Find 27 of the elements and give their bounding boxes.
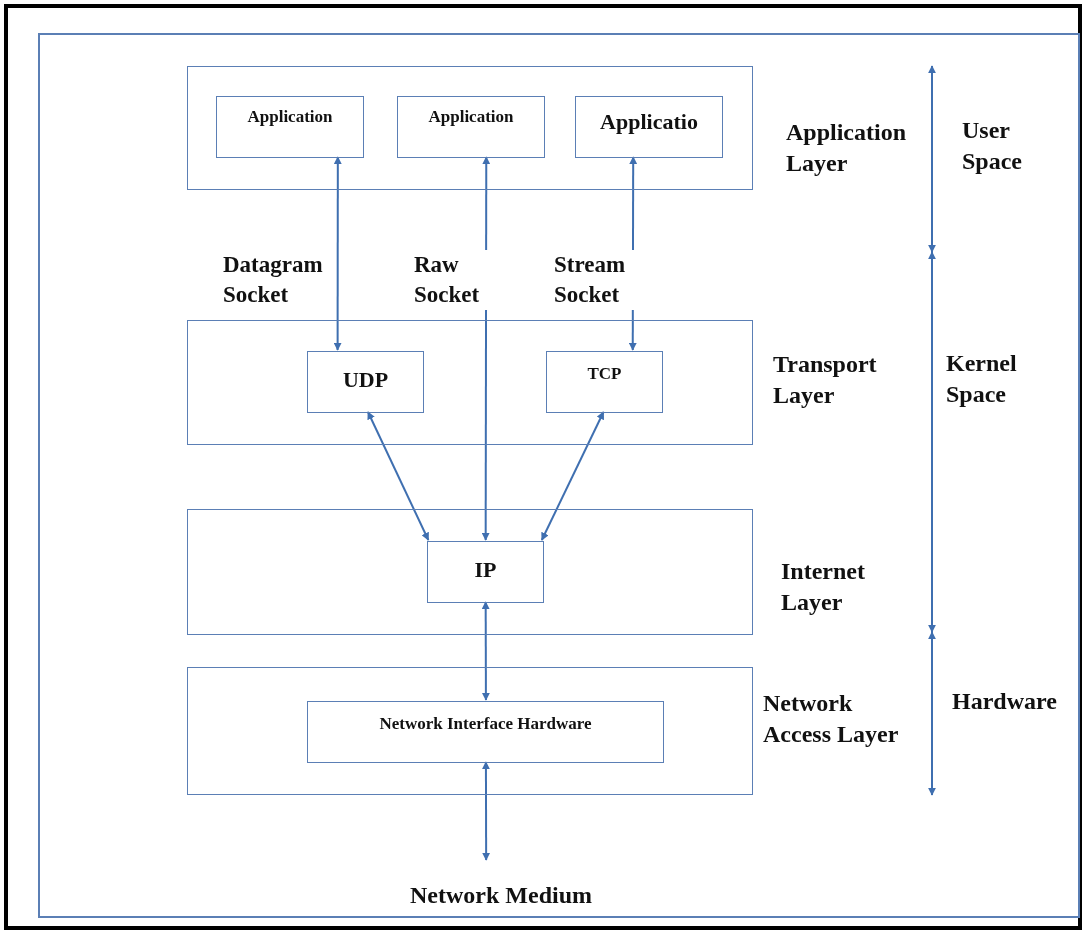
double-arrow bbox=[540, 411, 605, 541]
component-label: IP bbox=[473, 557, 498, 583]
component-label: Applicatio bbox=[599, 109, 699, 135]
component-label: Application bbox=[246, 107, 334, 127]
component-box bbox=[575, 96, 723, 158]
component-box bbox=[307, 701, 664, 763]
double-arrow bbox=[333, 156, 342, 351]
medium-label: Network Medium bbox=[395, 880, 607, 910]
double-arrow bbox=[481, 601, 490, 701]
component-box bbox=[216, 96, 364, 158]
component-label: TCP bbox=[586, 364, 623, 384]
component-label: Application bbox=[427, 107, 515, 127]
component-box bbox=[307, 351, 424, 413]
double-arrow bbox=[481, 761, 491, 861]
component-box bbox=[546, 351, 663, 413]
space-label: User Space bbox=[962, 116, 1023, 176]
double-arrow bbox=[367, 411, 430, 541]
layer-label: Transport Layer bbox=[773, 350, 878, 410]
space-label: Kernel Space bbox=[946, 349, 1018, 409]
layer-label: Network Access Layer bbox=[763, 689, 900, 749]
layer-label: Application Layer bbox=[786, 118, 908, 178]
component-label: Network Interface Hardware bbox=[378, 714, 593, 734]
layer-label: Internet Layer bbox=[781, 557, 866, 617]
space-label: Hardware bbox=[952, 687, 1058, 716]
component-label: UDP bbox=[341, 367, 390, 393]
component-box bbox=[427, 541, 544, 603]
component-box bbox=[397, 96, 545, 158]
